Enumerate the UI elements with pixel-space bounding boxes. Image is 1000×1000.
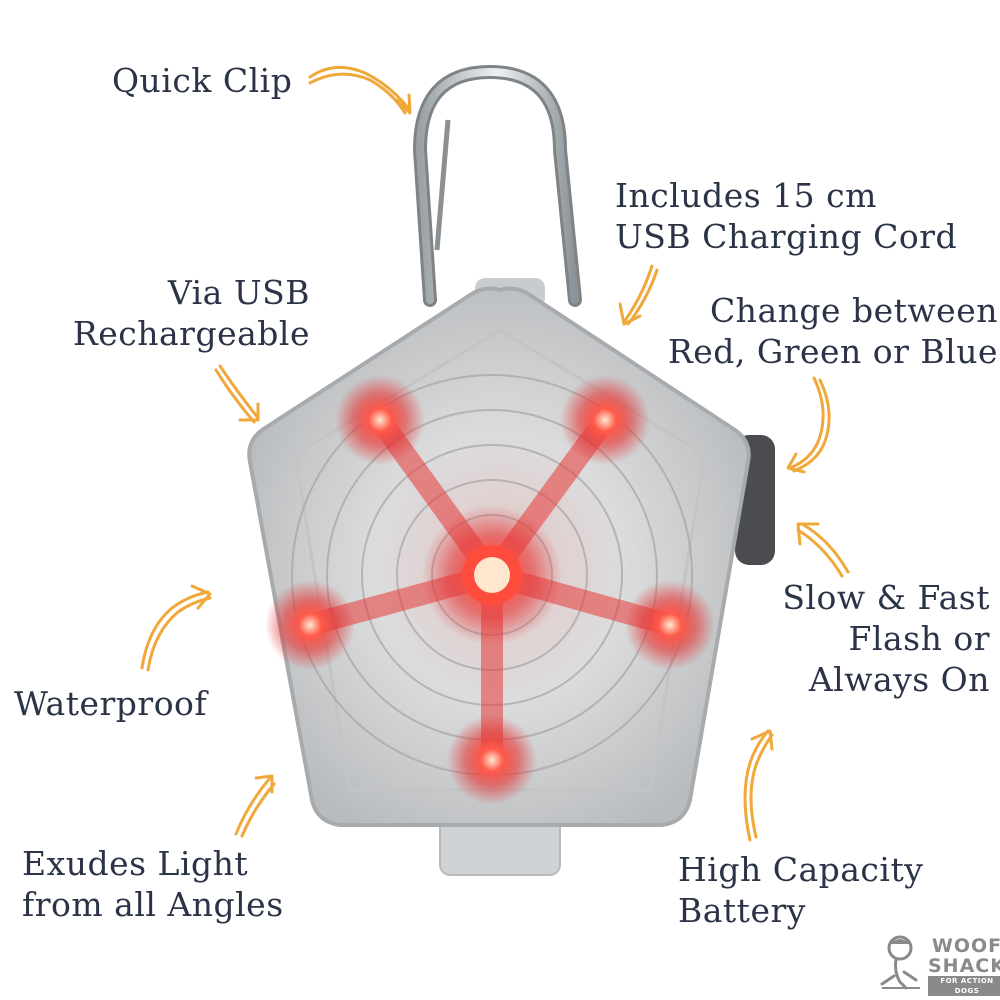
callout-waterproof: Waterproof [14,683,207,724]
arrow-waterproof [140,584,212,672]
dog-mascot-icon [880,935,920,990]
callout-change-color-line-1: Change between [709,291,998,330]
arrow-exudes-light [234,774,276,838]
callout-exudes-light: Exudes Light from all Angles [22,843,284,925]
callout-flash-modes-line-3: Always On [808,660,990,699]
callout-battery-line-1: High Capacity [678,850,924,889]
callout-usb-cord-line-1: Includes 15 cm [615,176,877,215]
arrow-usb-cord [618,264,659,326]
callout-battery: High Capacity Battery [678,849,923,931]
callout-exudes-line-1: Exudes Light [22,844,249,883]
callout-change-color: Change between Red, Green or Blue [660,290,998,372]
callout-exudes-line-2: from all Angles [22,885,284,924]
arrow-via-usb [214,364,260,424]
logo-word-1: WOOF [931,935,1000,957]
arrow-battery [743,729,774,842]
callout-quick-clip-text: Quick Clip [112,61,293,100]
callout-via-usb: Via USB Rechargeable [70,272,310,354]
arrow-change-color [786,376,831,474]
callout-flash-modes-line-2: Flash or [848,619,990,658]
callout-quick-clip: Quick Clip [112,60,292,101]
callout-change-color-line-2: Red, Green or Blue [667,332,998,371]
callout-flash-modes: Slow & Fast Flash or Always On [760,577,990,700]
woof-shack-logo: WOOF SHACK FOR ACTION DOGS [928,936,1000,996]
callout-waterproof-text: Waterproof [14,684,208,723]
callout-usb-cord-line-2: USB Charging Cord [615,217,958,256]
logo-word-2: SHACK [928,955,1000,977]
arrow-quick-clip [308,65,412,115]
carabiner-clip-icon [412,64,582,307]
callout-flash-modes-line-1: Slow & Fast [782,578,990,617]
arrow-flash-modes [796,522,850,578]
callout-via-usb-line-2: Rechargeable [72,314,310,353]
logo-tagline: FOR ACTION DOGS [928,976,1000,996]
callout-usb-cord: Includes 15 cm USB Charging Cord [615,175,957,257]
callout-via-usb-line-1: Via USB [167,273,310,312]
callout-battery-line-2: Battery [678,891,806,930]
